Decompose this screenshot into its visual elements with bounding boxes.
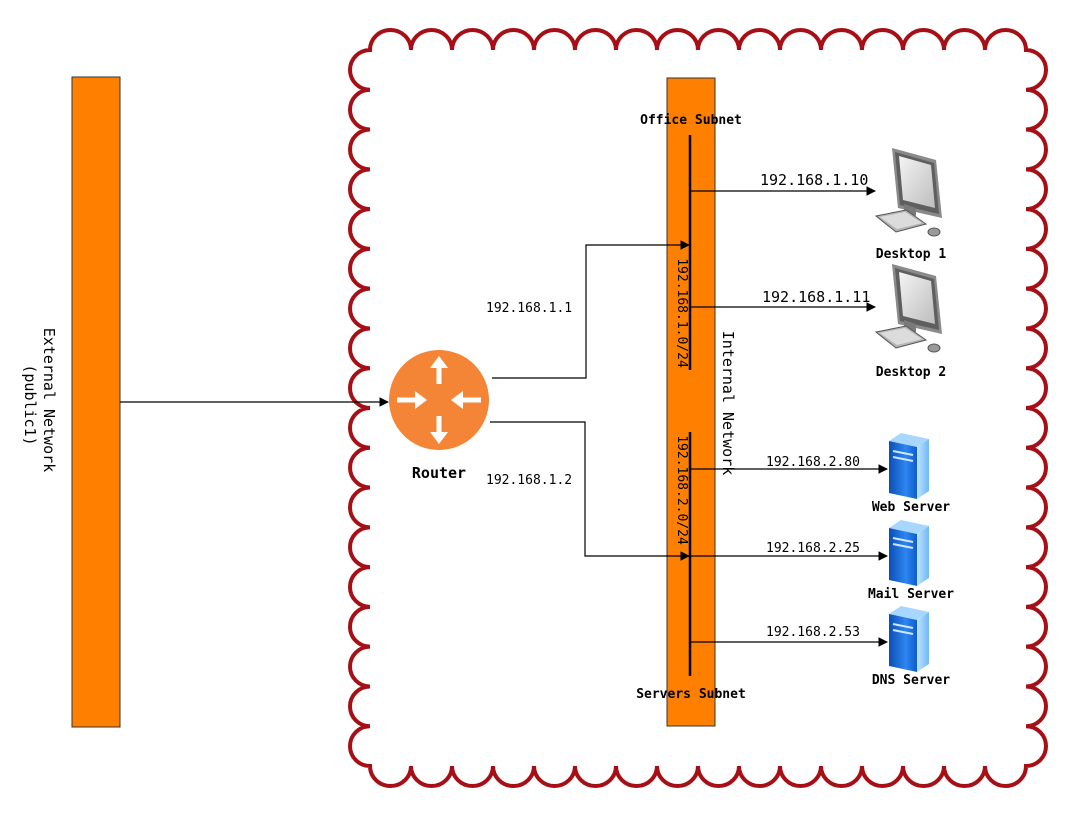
router-label: Router (412, 464, 466, 482)
router-to-servers-link (490, 421, 690, 561)
web-server-ip: 192.168.2.80 (766, 455, 860, 470)
desktop-1-label: Desktop 1 (876, 247, 947, 262)
office-subnet-title: Office Subnet (640, 113, 742, 128)
server-icon (889, 433, 929, 499)
mail-server-label: Mail Server (868, 587, 954, 602)
dns-server-ip: 192.168.2.53 (766, 625, 860, 640)
servers-subnet-title: Servers Subnet (636, 687, 746, 702)
router-to-office-link (492, 240, 690, 379)
desktop-1-ip: 192.168.1.10 (760, 171, 868, 189)
router-servers-ip: 192.168.1.2 (486, 473, 572, 488)
server-icon (889, 520, 929, 586)
router-office-ip: 192.168.1.1 (486, 301, 572, 316)
internal-network-label: Internal Network (719, 331, 737, 476)
external-network-bar (71, 76, 121, 728)
external-network-label: External Network (40, 328, 58, 473)
web-server-label: Web Server (872, 500, 950, 515)
router-icon (389, 350, 489, 450)
mail-server-ip: 192.168.2.25 (766, 541, 860, 556)
desktop-icon (874, 264, 942, 353)
desktop-icon (874, 148, 942, 237)
servers-subnet-cidr: 192.168.2.0/24 (674, 435, 689, 545)
external-network-sublabel: (public1) (21, 364, 39, 445)
desktop-2-label: Desktop 2 (876, 365, 946, 380)
server-icon (889, 606, 929, 672)
desktop-2-ip: 192.168.1.11 (762, 288, 870, 306)
dns-server-label: DNS Server (872, 673, 950, 688)
office-subnet-cidr: 192.168.1.0/24 (674, 258, 689, 368)
